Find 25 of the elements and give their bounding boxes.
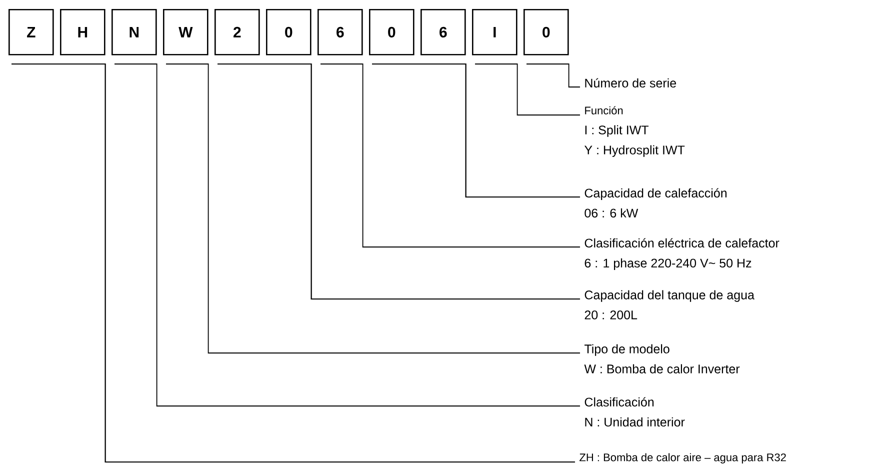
letter-box: 2 bbox=[214, 9, 260, 56]
letter-box: H bbox=[60, 9, 106, 56]
description-text: Capacidad del tanque de agua 20 : 200L bbox=[584, 290, 754, 320]
description-text: Clasificación N : Unidad interior bbox=[584, 397, 685, 427]
leader-line bbox=[474, 64, 580, 116]
description-text: ZH : Bomba de calor aire – agua para R32 bbox=[580, 453, 786, 464]
description-text: Clasificación eléctrica de calefactor 6 : 1 phase 220-240 V~ 50 Hz bbox=[584, 238, 780, 270]
leader-line bbox=[166, 64, 580, 354]
letter-box: 0 bbox=[524, 9, 569, 56]
letter-box: N bbox=[112, 9, 157, 56]
description-text: Capacidad de calefacción 06 : 6 kW bbox=[584, 188, 726, 218]
letter-box: 0 bbox=[369, 9, 414, 56]
leader-line bbox=[114, 64, 580, 406]
letter-box: Z bbox=[8, 9, 54, 56]
letter-box: I bbox=[472, 9, 518, 56]
letter-box: 6 bbox=[420, 9, 466, 56]
leader-line bbox=[423, 64, 580, 198]
letter-box: W bbox=[163, 9, 208, 56]
description-text: Función I : Split IWT Y : Hydrosplit IWT bbox=[584, 106, 685, 157]
letter-box: 6 bbox=[318, 9, 363, 56]
description-text: Número de serie bbox=[585, 78, 676, 88]
leader-line bbox=[320, 64, 580, 248]
description-text: Tipo de modelo W : Bomba de calor Inverter bbox=[584, 344, 740, 374]
leader-line bbox=[526, 64, 580, 88]
letter-box: 0 bbox=[266, 9, 312, 56]
